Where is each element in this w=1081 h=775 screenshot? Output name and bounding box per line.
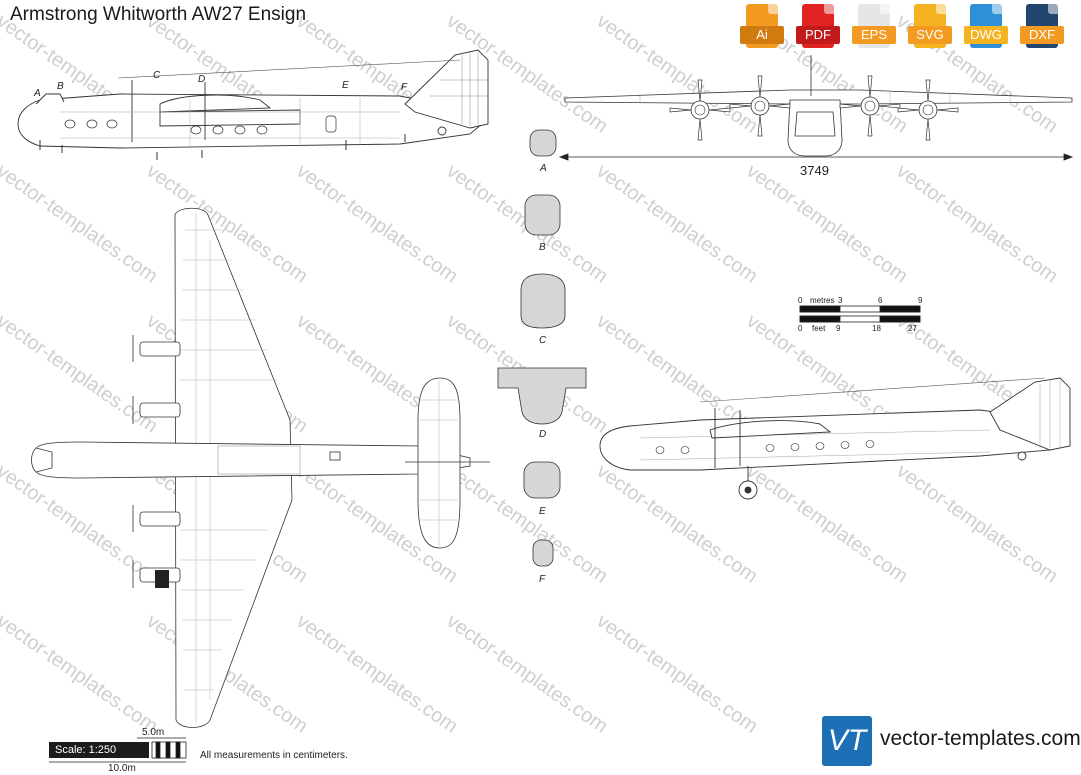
section-e-shape [523,461,561,499]
section-f-shape [532,539,554,567]
feet-tick-label: 18 [872,324,881,333]
metres-tick-label: 0 [798,296,803,305]
cross-sections [497,129,587,567]
cross-section-labels: A B C D E F [539,163,547,585]
dwg-file-icon[interactable]: DWG [964,4,1010,50]
section-d-shape [497,367,587,425]
scale-length-bottom: 10.0m [108,763,136,774]
side-view-lower [599,377,1071,500]
front-view [564,55,1073,157]
svg-file-icon[interactable]: SVG [908,4,954,50]
format-label: DXF [1020,26,1064,44]
dxf-file-icon[interactable]: DXF [1020,4,1066,50]
format-label: SVG [908,26,952,44]
cross-section-label-b: B [539,242,546,253]
pdf-file-icon[interactable]: PDF [796,4,842,50]
wingspan-dimension-line [558,153,1074,161]
scale-tick-labels: 0 3 6 9 metres 0 9 18 27 feet [798,296,923,333]
bottom-ruler [49,737,187,763]
metric-imperial-scale [799,305,921,323]
feet-tick-label: 9 [836,324,841,333]
measurement-note: All measurements in centimeters. [200,750,348,761]
metres-tick-label: 6 [878,296,883,305]
ai-file-icon[interactable]: Ai [740,4,786,50]
wingspan-dimension: 3749 [800,163,829,178]
section-a-shape [529,129,557,157]
brand-name[interactable]: vector-templates.com [880,727,1081,750]
cross-section-label-f: F [539,574,546,585]
top-view [31,207,490,728]
section-b-shape [524,194,561,236]
scale-length-top: 5.0m [142,727,164,738]
feet-unit-label: feet [812,324,826,333]
section-marker-b: B [57,81,64,92]
format-label: PDF [796,26,840,44]
format-label: Ai [740,26,784,44]
side-view-upper [17,49,489,160]
format-label: EPS [852,26,896,44]
eps-file-icon[interactable]: EPS [852,4,898,50]
metres-tick-label: 3 [838,296,843,305]
cross-section-label-d: D [539,429,546,440]
section-marker-e: E [342,80,349,91]
cross-section-label-a: A [539,163,547,174]
section-c-shape [520,273,566,329]
metres-tick-label: 9 [918,296,923,305]
feet-tick-label: 27 [908,324,917,333]
scale-label: Scale: 1:250 [49,742,149,758]
cross-section-label-c: C [539,335,547,346]
section-marker-labels: A B C D E F [33,70,408,99]
section-marker-d: D [198,74,205,85]
vt-logo-icon: VT [822,716,872,766]
page-title: Armstrong Whitworth AW27 Ensign [10,4,307,25]
format-label: DWG [964,26,1008,44]
section-marker-f: F [401,82,408,93]
section-marker-a: A [33,88,41,99]
metres-unit-label: metres [810,296,834,305]
section-marker-c: C [153,70,161,81]
cross-section-label-e: E [539,506,546,517]
feet-tick-label: 0 [798,324,803,333]
